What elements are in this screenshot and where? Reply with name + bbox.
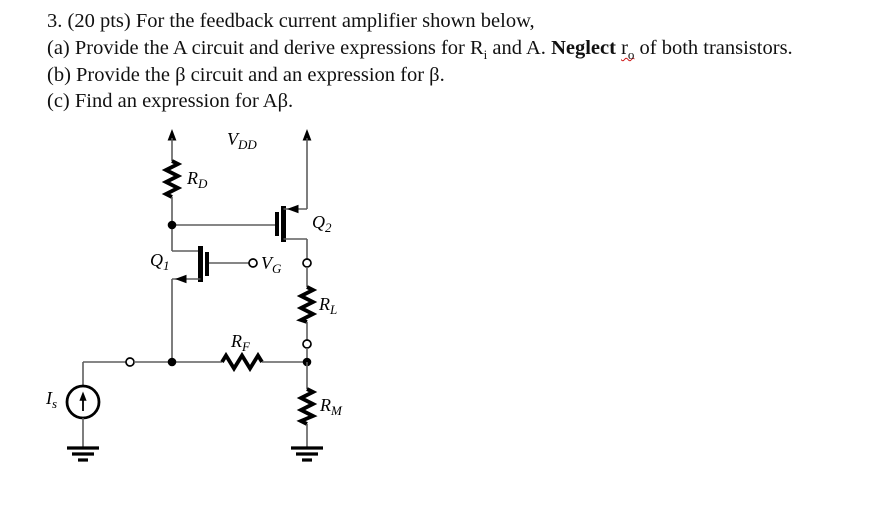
neglect-bold-text: Neglect bbox=[551, 36, 622, 59]
line-a-text-2: and A. bbox=[487, 36, 552, 59]
wire-q2-drain bbox=[283, 238, 308, 259]
junction-dot-input-node bbox=[167, 357, 177, 367]
mosfet-q2 bbox=[275, 204, 308, 259]
problem-line-a: (a) Provide the A circuit and derive exp… bbox=[47, 35, 867, 62]
q2-source-arrow-icon bbox=[287, 204, 299, 214]
ground-symbol-right bbox=[291, 446, 323, 462]
rl-label: RL bbox=[318, 294, 337, 317]
resistor-rf bbox=[220, 351, 264, 373]
rf-label: RF bbox=[230, 331, 251, 354]
current-source-is bbox=[65, 384, 101, 420]
line-a-text-1: (a) Provide the A circuit and derive exp… bbox=[47, 36, 484, 59]
right-supply-rail bbox=[302, 129, 312, 209]
vg-label: VG bbox=[261, 253, 282, 276]
vdd-label: VDD bbox=[227, 129, 257, 152]
problem-line-title: 3. (20 pts) For the feedback current amp… bbox=[47, 10, 535, 32]
rm-label: RM bbox=[319, 395, 343, 418]
rd-label: RD bbox=[186, 168, 208, 191]
ground-symbol-left bbox=[67, 446, 99, 462]
problem-statement: 3. (20 pts) For the feedback current amp… bbox=[47, 8, 867, 115]
q1-source-arrow-icon bbox=[175, 274, 187, 284]
left-supply-rail bbox=[167, 129, 177, 161]
is-label: Is bbox=[45, 388, 57, 411]
vg-terminal bbox=[248, 258, 258, 268]
output-terminal-lower bbox=[302, 339, 312, 349]
mosfet-q1 bbox=[171, 246, 249, 362]
resistor-rl bbox=[296, 285, 318, 324]
ro-main: r bbox=[621, 36, 628, 59]
resistor-rm bbox=[296, 387, 318, 426]
line-a-text-3: of both transistors. bbox=[634, 36, 793, 59]
q2-label: Q2 bbox=[312, 212, 332, 235]
wire-q1-source bbox=[171, 278, 201, 362]
current-source-arrow-icon bbox=[79, 391, 87, 401]
ro-misspelled-term: ro bbox=[621, 36, 635, 62]
vdd-arrow-left-icon bbox=[167, 129, 177, 141]
problem-line-b: (b) Provide the β circuit and an express… bbox=[47, 63, 445, 86]
output-terminal-upper bbox=[302, 258, 312, 268]
ro-subscript: o bbox=[627, 46, 635, 62]
resistor-rd bbox=[161, 159, 183, 199]
problem-line-c: (c) Find an expression for Aβ. bbox=[47, 90, 294, 113]
input-terminal bbox=[125, 357, 135, 367]
ri-subscript: i bbox=[483, 46, 488, 62]
q1-label: Q1 bbox=[150, 250, 170, 273]
vdd-arrow-right-icon bbox=[302, 129, 312, 141]
junction-dot-drain-node bbox=[167, 220, 177, 230]
